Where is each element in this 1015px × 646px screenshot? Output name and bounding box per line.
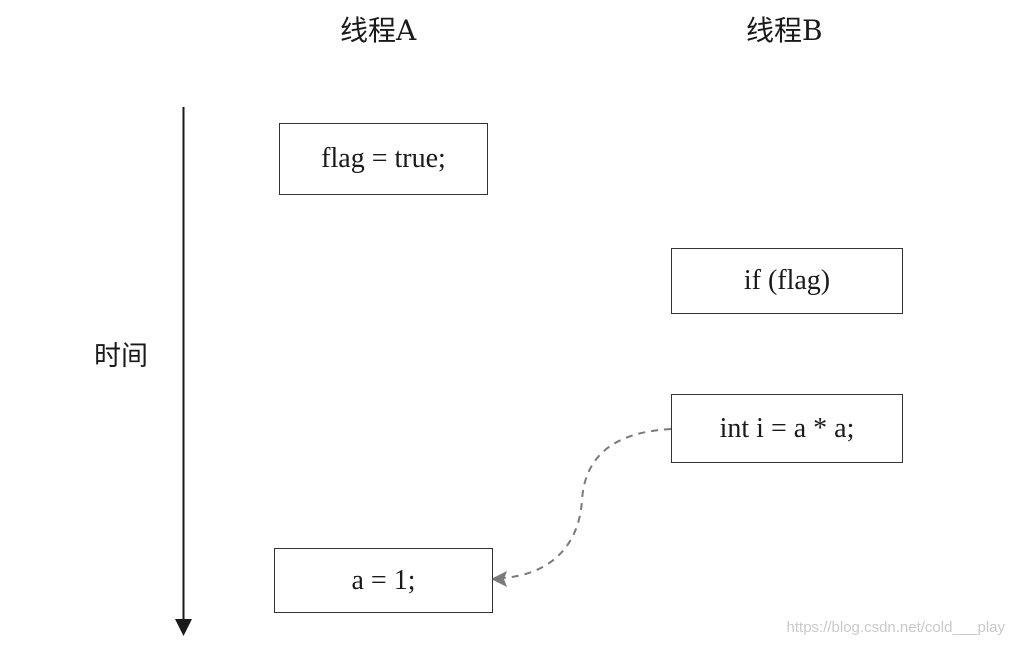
statement-box-if-flag: if (flag): [671, 248, 903, 314]
statement-text: int i = a * a;: [719, 412, 855, 444]
thread-a-header: 线程A: [340, 14, 417, 47]
statement-text: if (flag): [743, 265, 831, 296]
thread-b-header: 线程B: [746, 14, 823, 47]
time-axis-arrowhead: [175, 619, 192, 636]
statement-box-int-i: int i = a * a;: [671, 394, 903, 463]
time-axis-label: 时间: [94, 341, 148, 372]
watermark: https://blog.csdn.net/cold___play: [786, 619, 1005, 636]
statement-text: a = 1;: [351, 564, 416, 596]
statement-text: flag = true;: [321, 143, 446, 174]
statement-box-a-eq-1: a = 1;: [274, 548, 493, 613]
reorder-arrowhead: [491, 571, 507, 587]
statement-box-flag-true: flag = true;: [279, 123, 488, 195]
reorder-dashed-arrow: [501, 428, 672, 579]
